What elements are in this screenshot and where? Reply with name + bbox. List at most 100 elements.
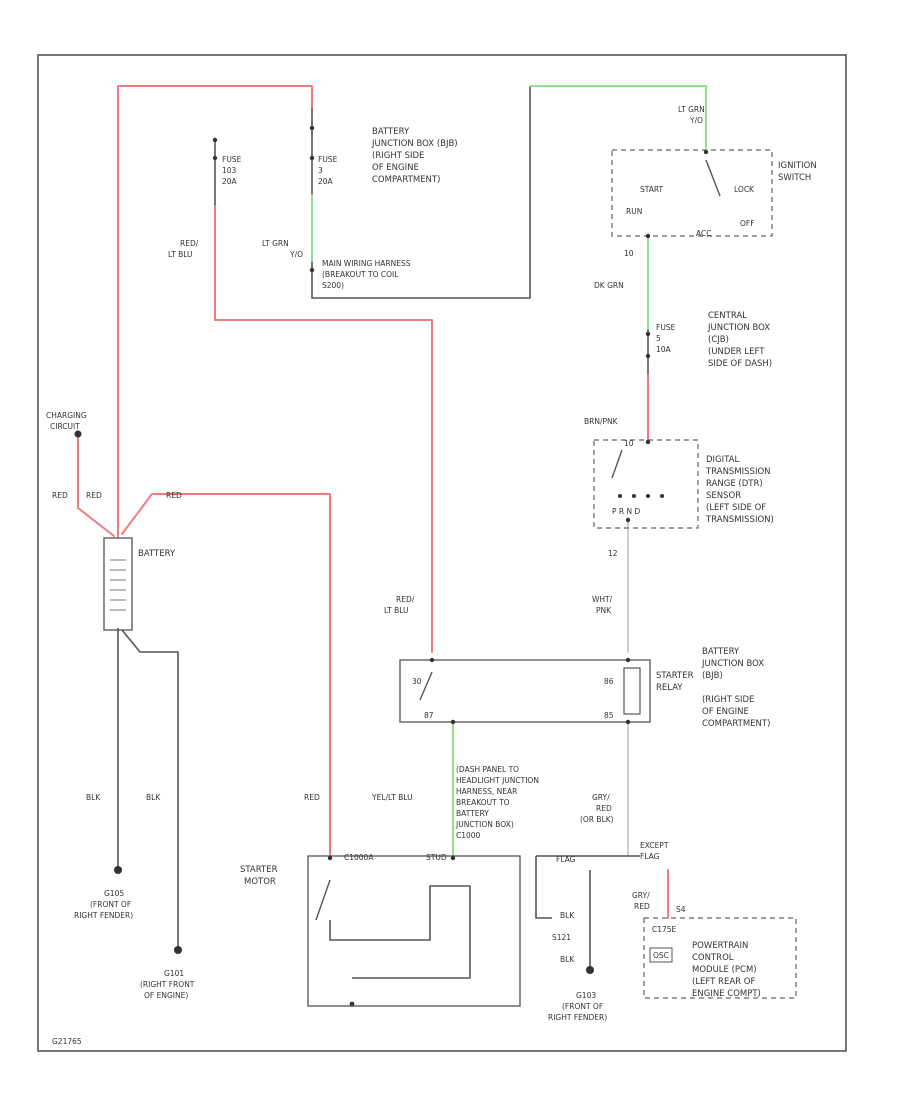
svg-text:RED/: RED/	[180, 239, 199, 248]
starter-internal	[329, 885, 471, 979]
label-s121: S121	[552, 933, 571, 942]
svg-text:TRANSMISSION: TRANSMISSION	[705, 467, 771, 477]
label-red-3: RED	[166, 491, 182, 500]
svg-text:RIGHT FENDER): RIGHT FENDER)	[74, 911, 133, 920]
svg-text:IGNITION: IGNITION	[778, 161, 817, 171]
label-bjb-2: BATTERY JUNCTION BOX (BJB) (RIGHT SIDE O…	[701, 647, 770, 729]
label-g101: G101 (RIGHT FRONT OF ENGINE)	[140, 969, 195, 1000]
svg-text:(LEFT REAR OF: (LEFT REAR OF	[692, 977, 755, 987]
label-battery: BATTERY	[138, 549, 176, 559]
svg-text:CONTROL: CONTROL	[692, 953, 734, 963]
svg-text:12: 12	[608, 549, 618, 558]
svg-text:20A: 20A	[318, 177, 334, 186]
fuse-3-pin	[309, 125, 315, 131]
svg-text:OF ENGINE: OF ENGINE	[702, 707, 749, 717]
svg-text:SWITCH: SWITCH	[778, 173, 811, 183]
label-gry-red-2: GRY/ RED S4	[632, 891, 686, 914]
svg-text:STARTER: STARTER	[656, 671, 694, 681]
svg-text:ACC: ACC	[696, 229, 711, 238]
label-g105: G105 (FRONT OF RIGHT FENDER)	[74, 889, 133, 920]
svg-text:C175E: C175E	[652, 925, 677, 934]
svg-text:HEADLIGHT JUNCTION: HEADLIGHT JUNCTION	[456, 776, 539, 785]
svg-text:LOCK: LOCK	[734, 185, 755, 194]
charging-circuit-point	[74, 430, 82, 438]
svg-text:CHARGING: CHARGING	[46, 411, 87, 420]
fuse-103-pin	[212, 137, 218, 143]
dtr-sensor	[593, 439, 699, 529]
label-flag: FLAG	[556, 855, 576, 864]
svg-text:10: 10	[624, 249, 634, 258]
label-charging-circuit: CHARGING CIRCUIT	[46, 411, 87, 431]
svg-text:S4: S4	[676, 905, 686, 914]
svg-text:CIRCUIT: CIRCUIT	[50, 422, 80, 431]
diagram-code: G21765	[52, 1037, 82, 1046]
svg-text:STUD: STUD	[426, 853, 447, 862]
wire-red-starter	[121, 493, 331, 857]
svg-text:FUSE: FUSE	[318, 155, 338, 164]
svg-text:(RIGHT SIDE: (RIGHT SIDE	[372, 151, 424, 161]
battery-cells	[110, 559, 126, 611]
svg-text:FUSE: FUSE	[656, 323, 676, 332]
wire-red-battery-to-bjb	[117, 85, 313, 539]
svg-text:JUNCTION BOX: JUNCTION BOX	[701, 659, 764, 669]
svg-text:SIDE OF DASH): SIDE OF DASH)	[708, 359, 772, 369]
svg-text:85: 85	[604, 711, 614, 720]
starter-relay	[399, 659, 651, 723]
svg-text:(BJB): (BJB)	[702, 671, 723, 681]
label-blk-3: BLK	[560, 911, 575, 920]
svg-text:(LEFT SIDE OF: (LEFT SIDE OF	[706, 503, 766, 513]
fuse-5-pin	[645, 353, 651, 359]
svg-text:COMPARTMENT): COMPARTMENT)	[702, 719, 770, 729]
svg-text:S200): S200)	[322, 281, 344, 290]
fuse-3-pin	[309, 155, 315, 161]
svg-text:COMPARTMENT): COMPARTMENT)	[372, 175, 440, 185]
svg-text:LT GRN: LT GRN	[678, 105, 705, 114]
label-bjb-top: BATTERY JUNCTION BOX (BJB) (RIGHT SIDE O…	[371, 127, 458, 185]
wire-blk-g101	[121, 629, 179, 948]
svg-text:C1000A: C1000A	[344, 853, 374, 862]
svg-text:RELAY: RELAY	[656, 683, 683, 693]
battery	[103, 537, 133, 631]
svg-text:BATTERY: BATTERY	[456, 809, 489, 818]
label-except-flag: EXCEPT FLAG	[640, 841, 669, 861]
fuse-103-pin	[212, 155, 218, 161]
svg-text:FUSE: FUSE	[222, 155, 242, 164]
ground-g105	[114, 866, 122, 874]
svg-text:RED/: RED/	[396, 595, 415, 604]
svg-text:P R N D: P R N D	[612, 507, 640, 516]
label-wire-red-ltblu: RED/ LT BLU	[168, 239, 199, 259]
svg-text:GRY/: GRY/	[592, 793, 610, 802]
svg-text:LT BLU: LT BLU	[168, 250, 193, 259]
ground-g101	[174, 946, 182, 954]
svg-text:GRY/: GRY/	[632, 891, 650, 900]
label-cjb: CENTRAL JUNCTION BOX (CJB) (UNDER LEFT S…	[707, 311, 772, 369]
label-dtr: DIGITAL TRANSMISSION RANGE (DTR) SENSOR …	[608, 439, 774, 558]
splice-point	[309, 267, 315, 273]
svg-text:5: 5	[656, 334, 661, 343]
label-pcm: C175E OSC POWERTRAIN CONTROL MODULE (PCM…	[652, 925, 761, 999]
label-yel-ltblu: YEL/LT BLU	[371, 793, 413, 802]
svg-text:JUNCTION BOX): JUNCTION BOX)	[455, 820, 514, 829]
svg-text:(RIGHT SIDE: (RIGHT SIDE	[702, 695, 754, 705]
svg-text:SENSOR: SENSOR	[706, 491, 741, 501]
svg-text:30: 30	[412, 677, 422, 686]
svg-text:103: 103	[222, 166, 237, 175]
label-red-ltblu-2: RED/ LT BLU	[384, 595, 415, 615]
svg-text:OF ENGINE: OF ENGINE	[372, 163, 419, 173]
svg-text:FLAG: FLAG	[640, 852, 660, 861]
label-gry-red: GRY/ RED (OR BLK)	[580, 793, 614, 824]
svg-text:RED: RED	[634, 902, 650, 911]
svg-text:ENGINE COMPT): ENGINE COMPT)	[692, 989, 761, 999]
svg-text:G101: G101	[164, 969, 184, 978]
svg-text:G105: G105	[104, 889, 124, 898]
svg-text:RANGE (DTR): RANGE (DTR)	[706, 479, 763, 489]
ignition-switch	[611, 149, 773, 237]
svg-text:(BREAKOUT TO COIL: (BREAKOUT TO COIL	[322, 270, 399, 279]
label-starter-motor: STARTER MOTOR C1000A STUD	[240, 853, 447, 887]
svg-text:3: 3	[318, 166, 323, 175]
svg-text:(FRONT OF: (FRONT OF	[562, 1002, 603, 1011]
svg-text:C1000: C1000	[456, 831, 481, 840]
svg-text:BATTERY: BATTERY	[702, 647, 740, 657]
svg-text:MODULE (PCM): MODULE (PCM)	[692, 965, 757, 975]
